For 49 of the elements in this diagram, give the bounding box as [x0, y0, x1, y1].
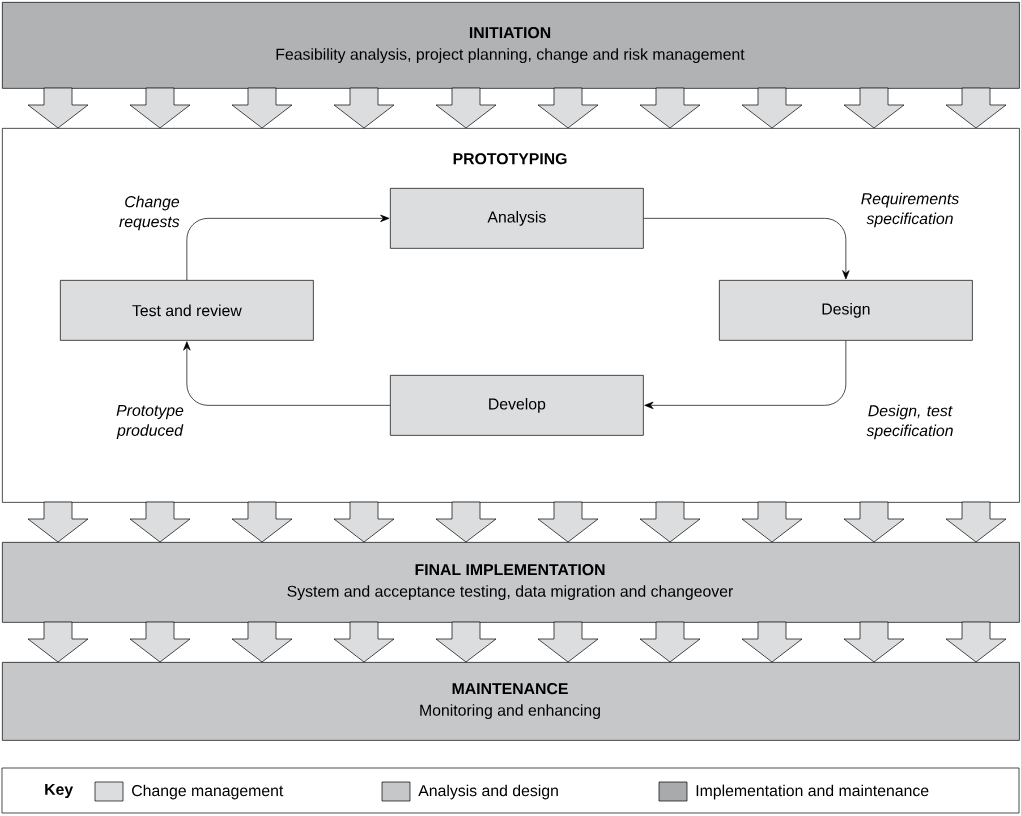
- block-arrow: [435, 621, 497, 663]
- process-box: Analysis: [390, 188, 644, 249]
- edge-label: Design, test specification: [866, 404, 953, 440]
- block-arrow: [639, 87, 701, 129]
- block-arrow: [741, 87, 803, 129]
- edge-label: Requirements specification: [861, 192, 959, 228]
- phase-band: FINAL IMPLEMENTATION System and acceptance testing, data migration and changeover: [2, 542, 1020, 623]
- block-arrow: [435, 87, 497, 129]
- block-arrow: [843, 501, 905, 543]
- block-arrow: [741, 501, 803, 543]
- block-arrow: [231, 501, 293, 543]
- arrow: [183, 341, 391, 406]
- block-arrow: [27, 87, 89, 129]
- block-arrow: [231, 621, 293, 663]
- block-arrow: [945, 621, 1007, 663]
- block-arrow: [435, 501, 497, 543]
- process-box: Develop: [390, 375, 644, 436]
- block-arrow: [537, 87, 599, 129]
- block-arrow: [333, 501, 395, 543]
- legend-label: Analysis and design: [418, 784, 558, 800]
- phase-band: INITIATION Feasibility analysis, project planning, change and risk management: [2, 2, 1020, 89]
- block-arrow: [639, 501, 701, 543]
- block-arrow: [843, 621, 905, 663]
- block-arrow: [27, 621, 89, 663]
- block-arrow: [27, 501, 89, 543]
- legend-title: Key: [45, 783, 74, 799]
- block-arrow: [843, 87, 905, 129]
- block-arrow: [945, 87, 1007, 129]
- block-arrow: [129, 501, 191, 543]
- process-box: Design: [719, 280, 973, 341]
- block-arrow: [333, 87, 395, 129]
- edge-label: Prototype produced: [116, 404, 184, 440]
- arrow: [644, 340, 847, 409]
- legend-label: Change management: [132, 784, 284, 800]
- block-arrow: [537, 501, 599, 543]
- phase-band: MAINTENANCE Monitoring and enhancing: [2, 662, 1020, 741]
- arrow: [643, 218, 850, 280]
- arrow: [186, 214, 390, 281]
- block-arrow: [537, 621, 599, 663]
- block-arrow: [639, 621, 701, 663]
- edge-label: Change requests: [119, 195, 180, 231]
- block-arrow: [231, 87, 293, 129]
- process-box: Test and review: [60, 280, 314, 341]
- block-arrow: [741, 621, 803, 663]
- block-arrow: [129, 87, 191, 129]
- block-arrow: [945, 501, 1007, 543]
- block-arrow: [129, 621, 191, 663]
- block-arrow: [333, 621, 395, 663]
- legend-label: Implementation and maintenance: [696, 784, 929, 800]
